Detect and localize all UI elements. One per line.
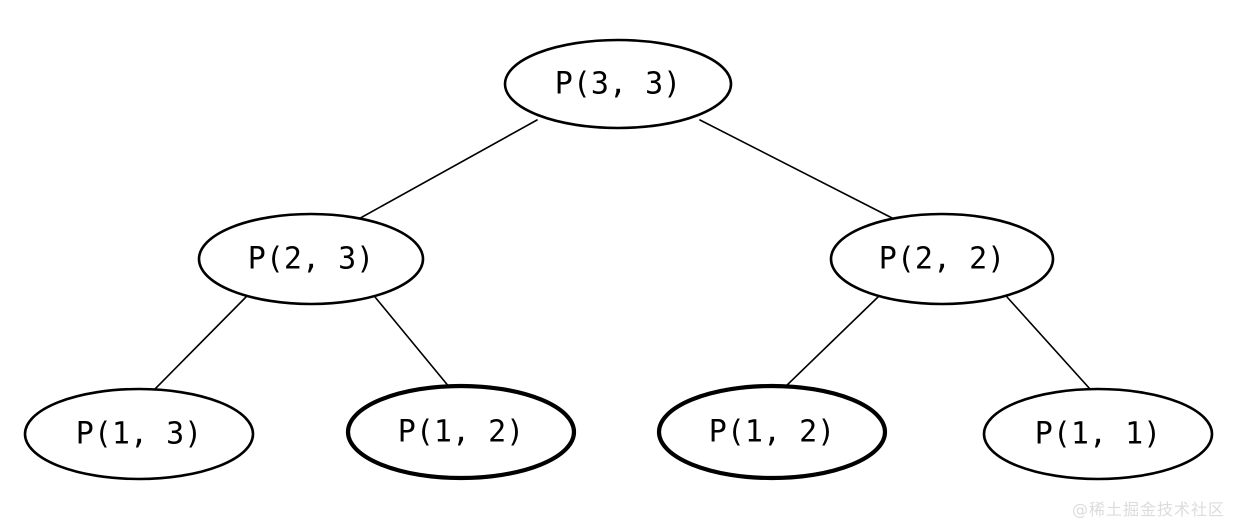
edge-root-to-left-child [354, 119, 538, 222]
watermark-label: @稀土掘金技术社区 [1071, 500, 1225, 519]
edge-left-to-leaf-2 [374, 296, 451, 389]
node-ellipse-leaf-2[interactable] [345, 383, 577, 481]
tree-node-leaf-1[interactable]: P(1, 3) [23, 387, 255, 481]
nodes-group: P(3, 3) P(2, 3) P(2, 2) P(1, 3) P(1, 2) [23, 38, 1214, 481]
node-label-level1-left: P(2, 3) [248, 242, 374, 277]
edge-root-to-right-child [699, 119, 899, 222]
node-label-leaf-1: P(1, 3) [76, 417, 202, 452]
node-label-leaf-2: P(1, 2) [398, 415, 524, 450]
tree-node-level1-left[interactable]: P(2, 3) [197, 212, 425, 306]
tree-node-leaf-2-highlighted[interactable]: P(1, 2) [345, 383, 577, 481]
node-label-root: P(3, 3) [555, 67, 681, 102]
edge-right-to-leaf-4 [1006, 296, 1091, 390]
node-ellipse-level1-right[interactable] [829, 212, 1055, 306]
edges-group [154, 119, 1091, 390]
node-label-level1-right: P(2, 2) [879, 242, 1005, 277]
node-ellipse-leaf-3[interactable] [656, 383, 888, 481]
edge-left-to-leaf-1 [154, 296, 247, 390]
tree-node-root[interactable]: P(3, 3) [503, 38, 733, 130]
tree-node-level1-right[interactable]: P(2, 2) [829, 212, 1055, 306]
edge-right-to-leaf-3 [783, 296, 879, 389]
node-ellipse-root[interactable] [503, 38, 733, 130]
tree-node-leaf-4[interactable]: P(1, 1) [982, 387, 1214, 481]
node-ellipse-leaf-4[interactable] [982, 387, 1214, 481]
node-ellipse-level1-left[interactable] [197, 212, 425, 306]
node-ellipse-leaf-1[interactable] [23, 387, 255, 481]
node-label-leaf-3: P(1, 2) [709, 415, 835, 450]
node-label-leaf-4: P(1, 1) [1035, 417, 1161, 452]
tree-node-leaf-3-highlighted[interactable]: P(1, 2) [656, 383, 888, 481]
